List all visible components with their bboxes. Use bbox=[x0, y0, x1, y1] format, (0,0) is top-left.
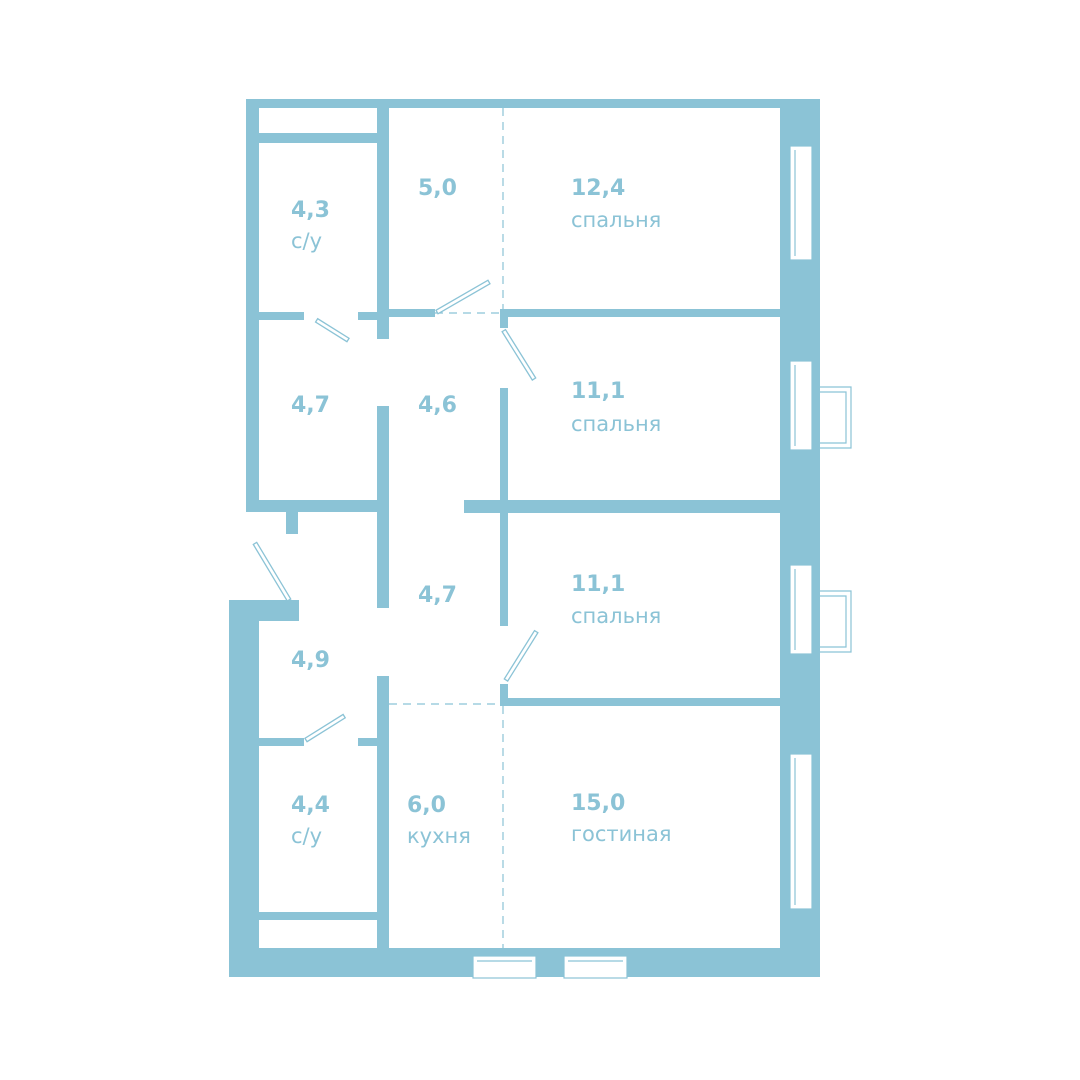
window-living bbox=[789, 753, 813, 910]
room-name: кухня bbox=[407, 824, 471, 848]
entrance-jamb-stub bbox=[286, 500, 298, 534]
wall-v-bedrooms-3 bbox=[500, 684, 508, 706]
walls bbox=[229, 99, 820, 977]
window-kitchen-1 bbox=[472, 955, 537, 979]
room-area: 5,0 bbox=[418, 176, 457, 201]
window-bedroom-3 bbox=[789, 564, 813, 655]
wall-v-bedrooms-1 bbox=[500, 312, 508, 328]
room-area: 4,9 bbox=[291, 648, 330, 673]
room-name: спальня bbox=[571, 412, 661, 436]
wall-v-core-2 bbox=[377, 406, 389, 608]
door-entrance bbox=[252, 541, 292, 602]
room-labels: 4,3 с/у 5,0 12,4 спальня 4,7 4,6 11,1 сп… bbox=[291, 176, 672, 848]
room-area: 11,1 bbox=[571, 379, 625, 404]
wall-h-bath-b-bottom bbox=[246, 912, 386, 920]
room-name: спальня bbox=[571, 208, 661, 232]
balcony-bedroom-3 bbox=[820, 590, 852, 653]
room-name: спальня bbox=[571, 604, 661, 628]
door-hall bbox=[435, 279, 491, 315]
zone-dividers bbox=[389, 108, 504, 948]
wall-top bbox=[246, 99, 820, 108]
wall-left-upper bbox=[246, 99, 259, 512]
room-area: 11,1 bbox=[571, 572, 625, 597]
wall-v-core-1 bbox=[377, 99, 389, 339]
doors bbox=[252, 279, 539, 743]
wall-h-bath-b-top-a bbox=[246, 738, 304, 746]
door-bath-top bbox=[314, 317, 350, 343]
room-area: 4,7 bbox=[291, 393, 330, 418]
window-kitchen-2 bbox=[563, 955, 628, 979]
room-area: 6,0 bbox=[407, 793, 446, 818]
wall-h-hall-stub bbox=[389, 309, 435, 317]
room-area: 15,0 bbox=[571, 791, 625, 816]
entrance-jamb-top bbox=[246, 500, 386, 512]
balconies bbox=[820, 386, 852, 653]
wall-h-bath-b-top-b bbox=[358, 738, 389, 746]
window-bedroom-2 bbox=[789, 360, 813, 451]
room-area: 4,7 bbox=[418, 583, 457, 608]
wall-h-bedroom-3 bbox=[500, 698, 782, 706]
room-area: 4,6 bbox=[418, 393, 457, 418]
door-bedroom-2 bbox=[501, 328, 537, 381]
wall-h-bedroom-2 bbox=[464, 500, 782, 513]
wall-v-core-3 bbox=[377, 676, 389, 948]
room-area: 4,3 bbox=[291, 198, 330, 223]
wall-h-bath-bottom-b bbox=[358, 312, 389, 320]
room-area: 12,4 bbox=[571, 176, 625, 201]
room-name: гостиная bbox=[571, 822, 672, 846]
room-name: с/у bbox=[291, 824, 322, 848]
windows bbox=[472, 145, 813, 979]
entrance-jamb-bottom bbox=[229, 600, 299, 621]
window-bedroom-1 bbox=[789, 145, 813, 261]
wall-h-bedroom-1 bbox=[500, 309, 782, 317]
door-bath-bottom bbox=[304, 713, 347, 743]
room-area: 4,4 bbox=[291, 793, 330, 818]
wall-left-lower bbox=[229, 608, 259, 977]
wall-h-bath-top bbox=[246, 133, 386, 143]
room-name: с/у bbox=[291, 229, 322, 253]
door-bedroom-3 bbox=[503, 629, 539, 682]
balcony-bedroom-2 bbox=[820, 386, 852, 449]
wall-h-bath-bottom-a bbox=[246, 312, 304, 320]
